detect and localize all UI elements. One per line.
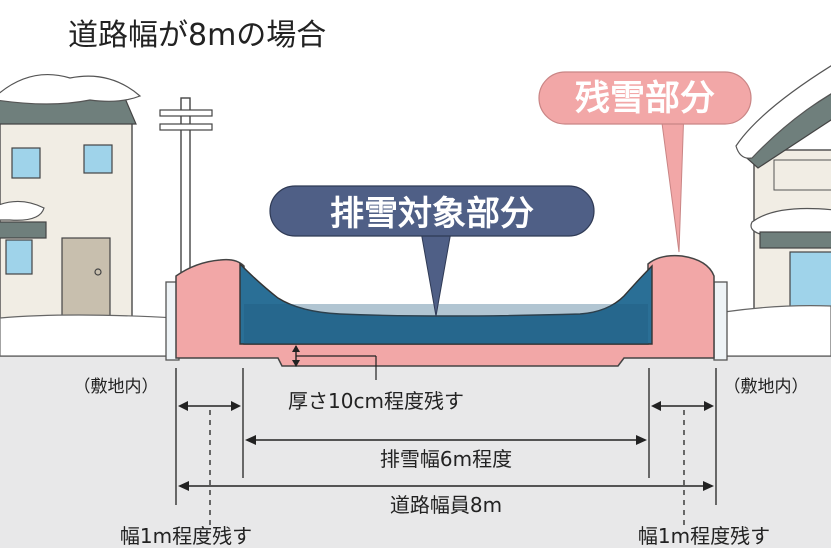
side-left-label: 幅1m程度残す	[120, 524, 252, 548]
side-left-arrow	[178, 401, 241, 411]
side-right-label: 幅1m程度残す	[638, 524, 770, 548]
right-curb	[713, 281, 728, 361]
side-right-arrow	[651, 401, 714, 411]
utility-pole-icon	[159, 97, 213, 299]
removal-target-shade	[244, 304, 648, 344]
removal-width-label: 排雪幅6m程度	[380, 447, 512, 471]
road-width-arrow	[178, 481, 714, 491]
yard-snow-left	[0, 314, 177, 357]
removal-target-snow	[239, 262, 653, 345]
house-icon	[735, 65, 831, 321]
road-width-label: 道路幅員8m	[390, 493, 502, 517]
remaining-snow-label: 残雪部分	[575, 79, 715, 119]
site-right-label: （敷地内）	[724, 377, 809, 397]
remaining-snow-callout	[538, 71, 752, 253]
remaining-snow-area	[175, 254, 715, 367]
removal-width-arrow	[245, 435, 647, 445]
yard-snow-right	[723, 305, 831, 357]
house-icon	[0, 73, 142, 321]
site-left-label: （敷地内）	[74, 377, 159, 397]
removal-target-callout	[269, 185, 595, 317]
thickness-indicator	[292, 345, 377, 380]
ground	[0, 356, 831, 548]
thickness-label: 厚さ10cm程度残す	[288, 389, 464, 413]
removal-target-label: 排雪対象部分	[330, 194, 534, 234]
page-title: 道路幅が8mの場合	[68, 18, 326, 53]
